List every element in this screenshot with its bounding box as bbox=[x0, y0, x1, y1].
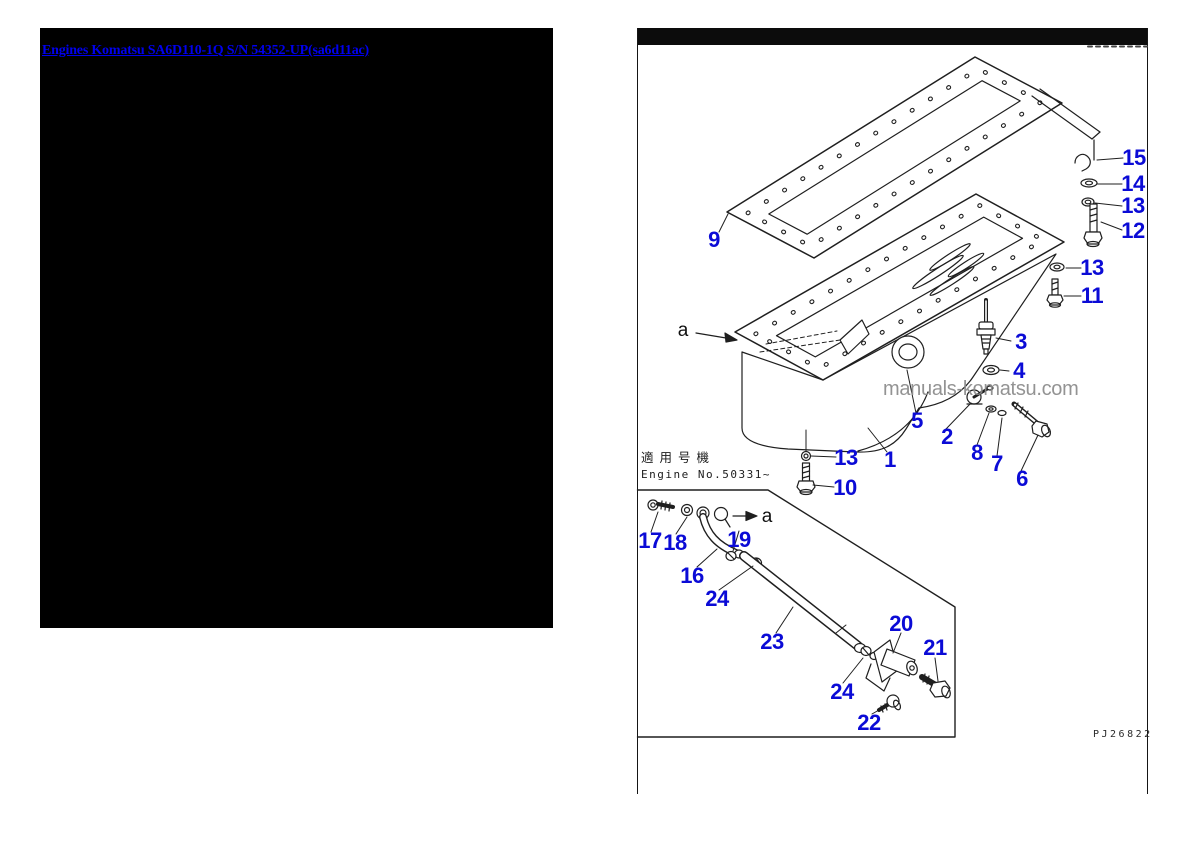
manual-title-link[interactable]: Engines Komatsu SA6D110-1Q S/N 54352-UP(… bbox=[42, 43, 370, 58]
manual-page bbox=[637, 28, 1148, 794]
watermark-text: manuals-komatsu.com bbox=[883, 378, 1079, 400]
applicability-title-jp: 適用号機 bbox=[641, 450, 716, 465]
left-black-panel: Engines Komatsu SA6D110-1Q S/N 54352-UP(… bbox=[40, 28, 553, 628]
applicability-engine-no: Engine No.50331~ bbox=[641, 468, 771, 481]
page-header-bar bbox=[638, 28, 1147, 45]
doc-code: PJ26822 bbox=[1093, 729, 1153, 740]
